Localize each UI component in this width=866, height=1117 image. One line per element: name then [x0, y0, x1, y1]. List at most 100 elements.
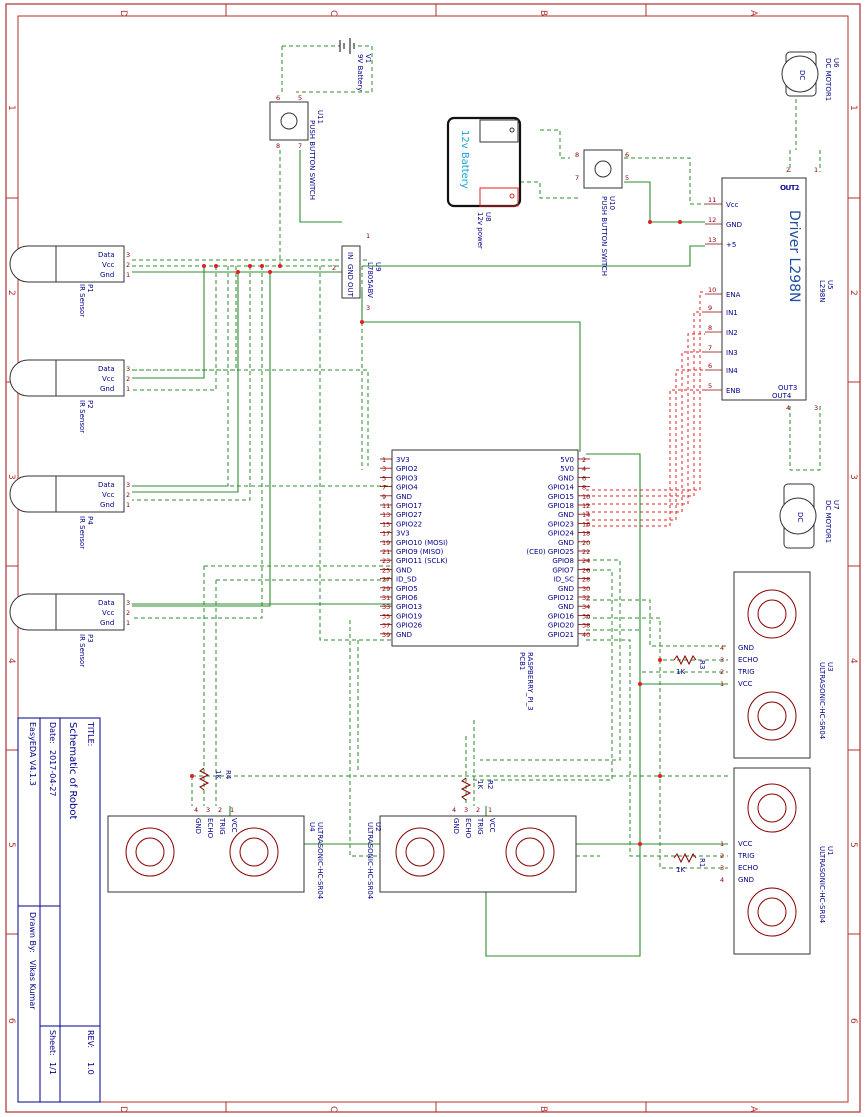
row-label: 6 — [6, 1018, 16, 1024]
battery-ref: U8 — [484, 212, 492, 222]
pi-pin-num: 25 — [382, 566, 390, 574]
ir-pin-num: 2 — [126, 491, 130, 499]
ir-sensor-p1: Data Vcc Gnd 3 2 1 P1 IR Sensor — [9, 245, 130, 317]
driver-ref: U5 — [826, 280, 834, 290]
battery-name: 9V Battery — [356, 54, 364, 91]
pi-pin-label: GND — [396, 493, 412, 501]
row-label: 5 — [6, 842, 16, 848]
pi-pin-num: 6 — [582, 474, 586, 482]
battery-12v: 12v Battery U8 12v power — [446, 116, 522, 249]
ir-ref: P4 — [86, 516, 94, 525]
reg-pin-label: GND — [346, 264, 354, 280]
pin-number: 6 — [625, 151, 629, 159]
us-pin-num: 1 — [720, 840, 724, 848]
pi-pin-label: GND — [558, 539, 574, 547]
tool-version: EasyEDA V4.1.3 — [28, 722, 37, 786]
us-pin-num: 3 — [206, 806, 210, 814]
pi-pin-label: GPIO20 — [548, 622, 574, 630]
us-pin: ECHO — [464, 818, 472, 839]
driver-top-label: OUT2 — [780, 184, 799, 192]
driver-bottom-num: 4 — [786, 404, 790, 412]
ir-sensor-p2: Data Vcc Gnd 3 2 1 P2 IR Sensor — [9, 359, 130, 433]
pin-number: 6 — [276, 94, 280, 102]
title-label: TITLE: — [86, 721, 95, 746]
col-label: A — [748, 10, 758, 17]
pi-pin-label: GPIO21 — [548, 631, 574, 639]
battery-name: 12v power — [476, 212, 484, 249]
pi-pin-num: 29 — [382, 585, 390, 593]
outer-frame — [5, 3, 861, 1113]
us-pin-num: 2 — [720, 852, 724, 860]
us-pin-num: 4 — [720, 876, 724, 884]
pi-pin-label: GND — [558, 474, 574, 482]
raspberry-pi-3: 3V31GPIO23GPIO35GPIO47GND9GPIO1711GPIO27… — [380, 449, 590, 711]
ir-pin-num: 2 — [126, 609, 130, 617]
ultrasonic-u2: VCC TRIG ECHO GND 1 2 3 4 U2 ULTRASONIC-… — [366, 806, 577, 900]
pi-pin-num: 39 — [382, 631, 390, 639]
col-label: A — [748, 1106, 758, 1113]
regulator-l7805: IN GND OUT 1 2 3 U9 L7805ABV — [332, 232, 382, 312]
reg-pin-num: 2 — [332, 264, 336, 272]
pi-pin-label: 5V0 — [560, 456, 574, 464]
dc-motor-u6: DC U6 DC MOTOR1 — [781, 51, 840, 101]
pin-number: 5 — [625, 174, 629, 182]
ir-pin-label: Gnd — [100, 385, 114, 393]
battery-9v: V1 9V Battery — [339, 38, 372, 91]
us-pin-num: 4 — [194, 806, 198, 814]
dc-motor-u7: DC U7 DC MOTOR1 — [779, 483, 840, 549]
pi-pin-num: 28 — [582, 576, 590, 584]
pi-pin-num: 3 — [382, 465, 386, 473]
pi-pin-num: 34 — [582, 603, 590, 611]
pi-pin-label: (CE0) GPIO25 — [526, 548, 574, 556]
pin-number: 7 — [575, 174, 579, 182]
pi-pin-num: 10 — [582, 493, 590, 501]
res-ref: R2 — [486, 780, 494, 789]
frame-labels: D C B A D C B A 1 2 3 4 5 6 1 2 3 4 5 6 — [6, 10, 858, 1113]
pi-pin-num: 37 — [382, 622, 390, 630]
pi-pin-num: 35 — [382, 612, 390, 620]
us-pin-num: 3 — [464, 806, 468, 814]
wires — [132, 45, 821, 957]
reg-pin-num: 1 — [366, 232, 370, 240]
row-label: 2 — [848, 290, 858, 296]
us-pin-num: 4 — [452, 806, 456, 814]
resistor-r3: R3 1K — [673, 654, 706, 676]
ir-name: IR Sensor — [78, 516, 86, 549]
pi-pin-label: GND — [396, 631, 412, 639]
ir-name: IR Sensor — [78, 400, 86, 433]
pi-pin-num: 19 — [382, 539, 390, 547]
ir-ref: P1 — [86, 284, 94, 293]
resistor-r1: R1 1K — [673, 852, 706, 874]
driver-bottom-label: OUT4 — [772, 392, 792, 400]
pi-pin-label: GPIO18 — [548, 502, 574, 510]
row-label: 5 — [848, 842, 858, 848]
pi-name: RASPBERRY_PI_3 — [526, 652, 534, 711]
ultrasonic-u1: VCC TRIG ECHO GND 1 2 3 4 U1 ULTRASONIC-… — [720, 767, 834, 955]
row-label: 6 — [848, 1018, 858, 1024]
switch-name: PUSH BUTTON SWITCH — [308, 120, 316, 200]
pi-pin-label: GND — [558, 511, 574, 519]
driver-pin-label: IN1 — [726, 309, 738, 317]
push-switch-u10: 8 6 7 5 U10 PUSH BUTTON SWITCH — [575, 149, 629, 276]
pi-pin-num: 21 — [382, 548, 390, 556]
pi-pin-label: GPIO16 — [548, 612, 575, 620]
us-pin: VCC — [738, 840, 753, 848]
us-pin-num: 2 — [476, 806, 480, 814]
pi-pin-label: GPIO4 — [396, 484, 418, 492]
row-label: 1 — [6, 105, 16, 111]
pi-pin-label: GPIO15 — [548, 493, 574, 501]
res-val: 1K — [676, 866, 685, 874]
col-label: D — [118, 1106, 128, 1113]
us-pin-num: 1 — [230, 806, 234, 814]
us-pin-num: 4 — [720, 644, 724, 652]
pi-pin-num: 17 — [382, 530, 390, 538]
drawing-title: Schematic of Robot — [67, 722, 78, 819]
driver-sub: L298N — [818, 280, 826, 303]
driver-top-label: OUT1 — [781, 184, 800, 192]
pi-pin-num: 31 — [382, 594, 390, 602]
pi-pin-num: 5 — [382, 474, 386, 482]
ir-sensor-p3: Data Vcc Gnd 3 2 1 P3 IR Sensor — [9, 593, 130, 667]
pin-number: 8 — [575, 151, 579, 159]
driver-l298n: Driver L298N U5 L298N OUT2 OUT1 2 1 OUT4… — [705, 166, 834, 412]
